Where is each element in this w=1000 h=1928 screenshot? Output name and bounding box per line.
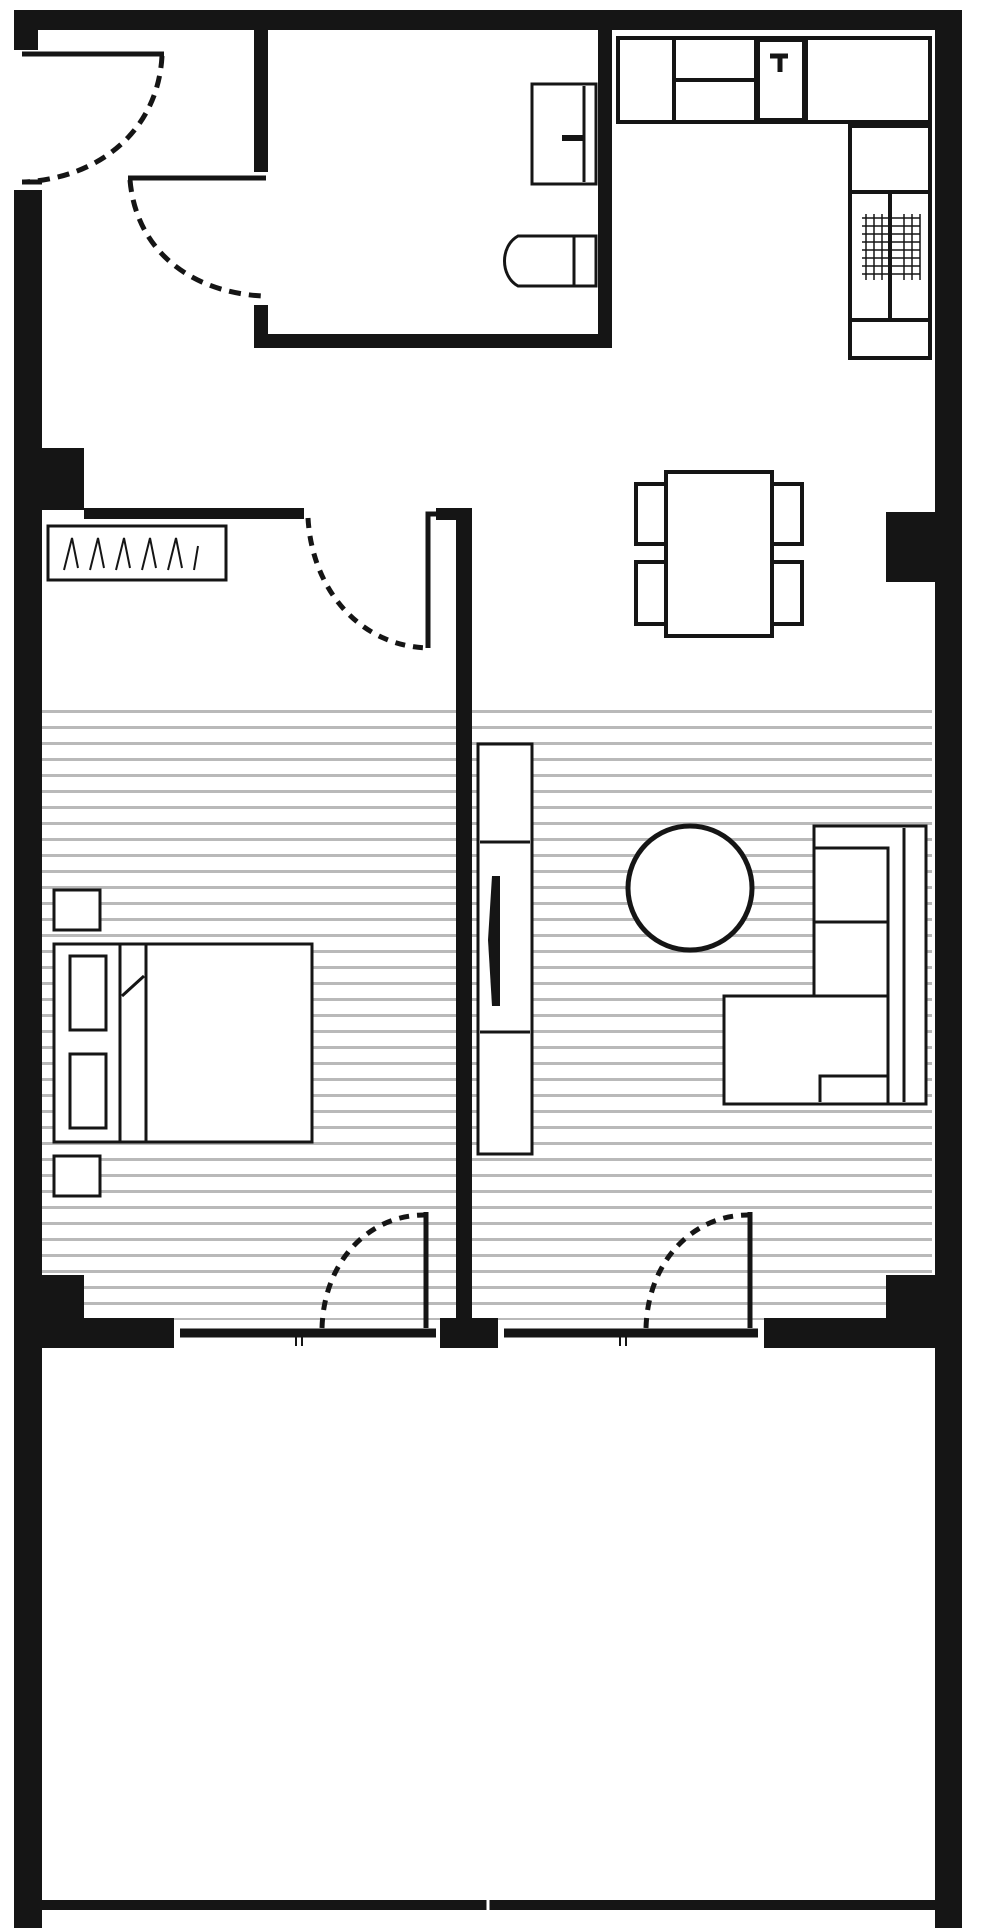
tv-unit	[476, 742, 534, 1156]
kitchen-side-dividers	[852, 190, 928, 322]
bathroom-wall-bottom	[254, 334, 612, 348]
entry-door	[23, 55, 165, 185]
kitchen-counter-dividers	[672, 40, 758, 120]
toilet	[503, 234, 598, 288]
wall-facade-left	[14, 1318, 174, 1348]
nightstand	[52, 1154, 102, 1198]
bathroom-door	[127, 179, 263, 299]
wall-right-exterior	[935, 10, 962, 1928]
sofa-chaise-line	[818, 1074, 888, 1102]
bed-headboard-lines	[118, 944, 148, 1142]
bedroom-balcony-door-swing	[319, 1212, 425, 1329]
wall-facade-middle	[440, 1318, 498, 1348]
kitchen-sink	[756, 38, 806, 122]
bedroom-door-jamb-thin	[425, 511, 440, 648]
kitchen-upper-cabinet	[804, 36, 932, 124]
sofa-chaise	[722, 994, 890, 1106]
round-coffee-table	[625, 823, 755, 953]
bedroom-furniture	[46, 524, 314, 1198]
nightstand	[52, 888, 102, 932]
bedroom-living-divider	[456, 508, 472, 1320]
living-room-furniture	[476, 742, 928, 1156]
dining-table	[664, 470, 774, 638]
kitchen-sink-tap	[770, 53, 788, 72]
bathroom-wall-left	[254, 30, 268, 172]
cooktop-grid	[862, 214, 921, 280]
dining-chair	[770, 560, 804, 626]
window-ticks	[295, 1336, 627, 1346]
balcony-area	[42, 1348, 935, 1900]
pillow	[68, 1052, 108, 1130]
washbasin	[530, 82, 598, 186]
bedroom-door	[305, 517, 429, 651]
partitions	[84, 30, 612, 1320]
bedroom-wall-top	[84, 508, 304, 519]
bathroom-wall-right	[598, 30, 612, 348]
kitchen	[616, 36, 932, 360]
kitchen-counter-top	[616, 36, 932, 124]
dining-set	[634, 470, 804, 638]
living-balcony-door-swing	[643, 1212, 749, 1329]
bathroom-fixtures	[503, 82, 598, 288]
dining-chair	[634, 482, 668, 546]
doors	[23, 55, 753, 1329]
tv-unit-dividers	[480, 840, 530, 1034]
dining-chair	[634, 560, 668, 626]
pillow	[68, 954, 108, 1032]
column-left-upper	[14, 448, 84, 510]
wardrobe-hangers	[63, 537, 199, 571]
tv-screen	[488, 876, 500, 1006]
bedroom-door-stub	[436, 508, 472, 520]
balcony	[42, 1348, 935, 1912]
dining-chair	[770, 482, 804, 546]
kitchen-counter-side	[848, 124, 932, 360]
windows	[180, 1328, 758, 1346]
column-right-mid	[886, 512, 946, 582]
bathroom-door-jamb	[254, 305, 268, 348]
wall-facade-right	[764, 1318, 944, 1348]
wall-top	[14, 10, 962, 30]
